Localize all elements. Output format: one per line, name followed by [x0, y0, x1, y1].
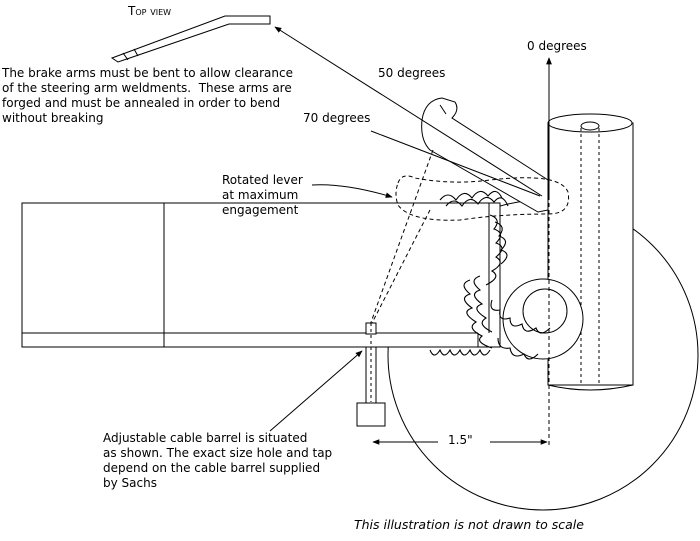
- axle-hub: [502, 278, 584, 360]
- weld-beads: [429, 190, 551, 360]
- rotated-lever-outline: [395, 175, 570, 221]
- cable-barrel-note: Adjustable cable barrel is situated as s…: [103, 431, 333, 490]
- rotated-lever-pointer: [311, 184, 393, 198]
- brake-lever-50deg: [421, 97, 549, 213]
- top-view-brake-arm: [110, 15, 271, 63]
- cable-path-line-2: [370, 209, 431, 326]
- fifty-degrees-label: 50 degrees: [378, 66, 446, 80]
- footer-note: This illustration is not drawn to scale: [354, 517, 584, 532]
- cable-barrel-pointer: [269, 350, 363, 432]
- rotated-lever-label: Rotated lever at maximum engagement: [222, 173, 303, 217]
- seventy-degree-line: [370, 130, 541, 197]
- top-view-label: Top view: [128, 4, 172, 18]
- zero-degrees-label: 0 degrees: [527, 39, 587, 53]
- frame-box: [21, 202, 501, 348]
- cable-path-line: [369, 149, 434, 326]
- seventy-degrees-label: 70 degrees: [303, 111, 371, 125]
- cable-barrel: [356, 322, 386, 427]
- dimension-label: 1.5": [448, 433, 473, 447]
- fifty-degree-arrow: [274, 26, 543, 197]
- brake-arms-note: The brake arms must be bent to allow cle…: [2, 66, 293, 125]
